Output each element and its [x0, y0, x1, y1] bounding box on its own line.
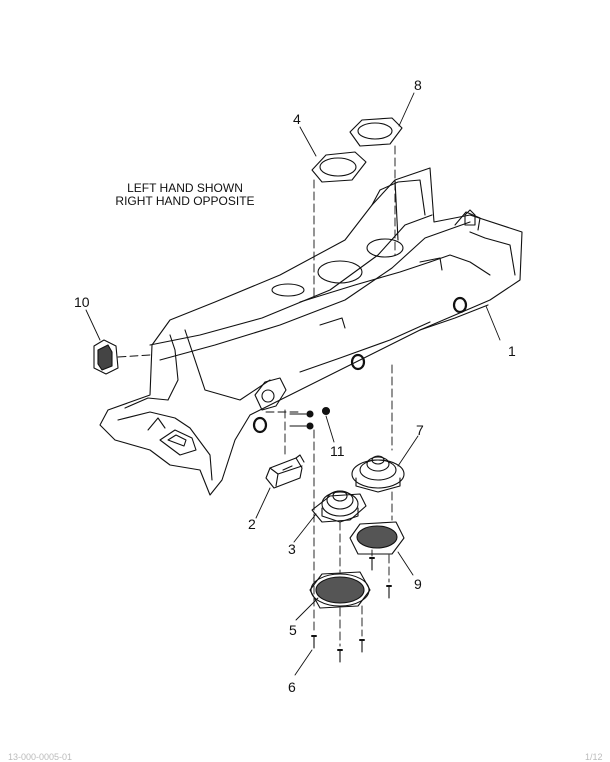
callout-10: 10 — [74, 294, 90, 310]
note-line-2: RIGHT HAND OPPOSITE — [115, 194, 255, 208]
callout-2: 2 — [248, 516, 256, 532]
screws-part-6 — [311, 557, 392, 663]
grille-part-9 — [349, 521, 405, 555]
callout-3: 3 — [288, 541, 296, 557]
callout-11: 11 — [330, 443, 345, 459]
trim-panel-part-1 — [99, 167, 523, 496]
footer-document-number: 13-000-0005-01 — [8, 752, 73, 762]
clip-part-10 — [93, 339, 119, 375]
grille-part-5 — [309, 571, 371, 609]
mounting-plate-part-4 — [311, 151, 367, 183]
fastener-part-11 — [289, 406, 331, 430]
leader-lines — [85, 92, 501, 676]
note-line-1: LEFT HAND SHOWN — [127, 181, 243, 195]
callout-6: 6 — [288, 679, 296, 695]
callout-7: 7 — [416, 422, 424, 438]
callout-8: 8 — [414, 77, 422, 93]
callout-1: 1 — [508, 343, 516, 359]
assembly-lines — [117, 145, 396, 647]
speaker-part-3 — [311, 490, 367, 523]
module-part-2 — [265, 454, 305, 489]
callout-9: 9 — [414, 576, 422, 592]
footer-page-number: 1/12 — [585, 752, 603, 762]
orientation-note: LEFT HAND SHOWN RIGHT HAND OPPOSITE — [100, 182, 270, 208]
callout-5: 5 — [289, 622, 297, 638]
callout-4: 4 — [293, 111, 301, 127]
callout-labels: 1 2 3 4 5 6 7 8 9 10 11 — [74, 77, 516, 695]
mounting-plate-part-8 — [349, 117, 403, 147]
speaker-part-7 — [351, 455, 405, 493]
